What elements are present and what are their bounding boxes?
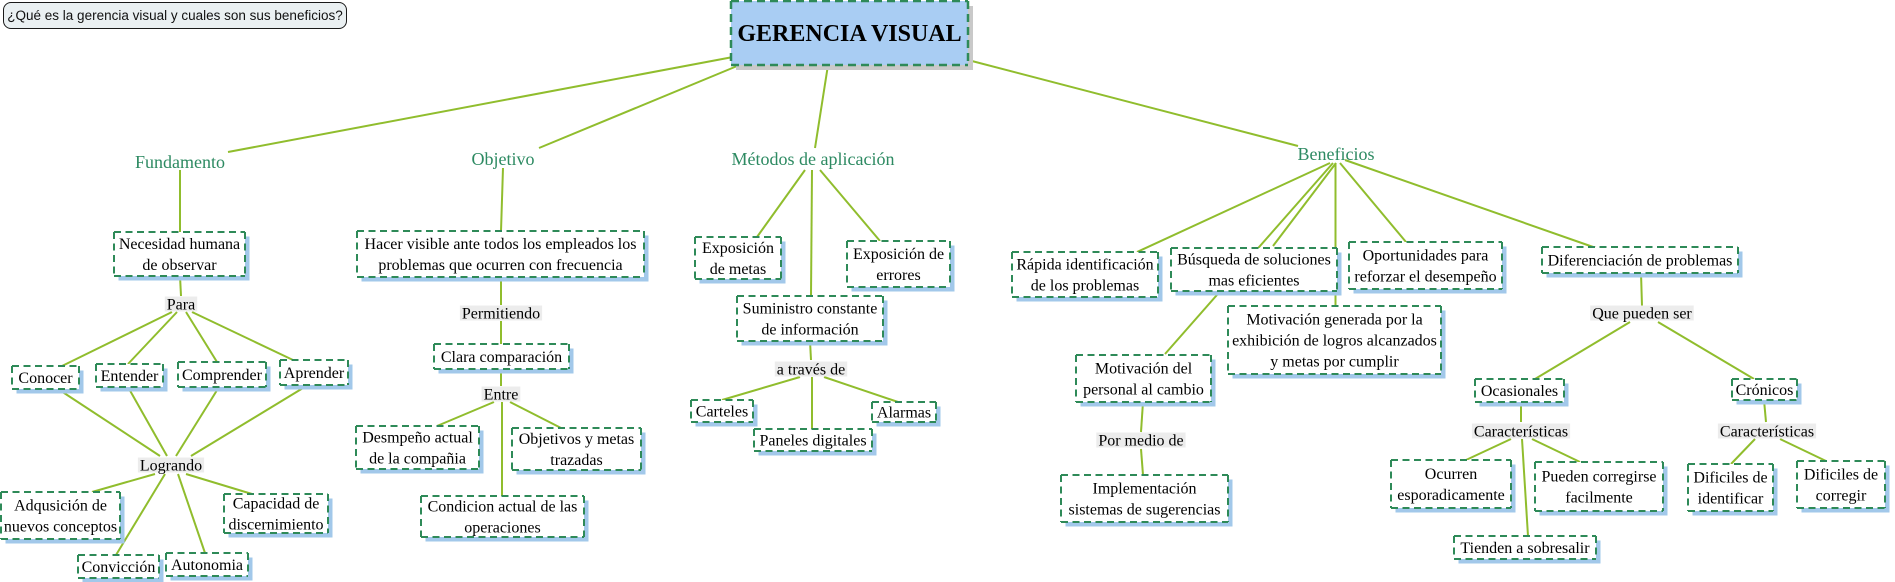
svg-text:Paneles digitales: Paneles digitales bbox=[759, 433, 866, 450]
svg-text:Desmpeño actual: Desmpeño actual bbox=[362, 430, 473, 447]
svg-text:reforzar el desempeño: reforzar el desempeño bbox=[1354, 269, 1496, 286]
svg-text:identificar: identificar bbox=[1698, 491, 1764, 508]
svg-text:de la compañia: de la compañia bbox=[369, 451, 466, 468]
svg-text:Exposición: Exposición bbox=[702, 240, 774, 257]
svg-text:Aprender: Aprender bbox=[284, 365, 345, 382]
svg-text:Que pueden ser: Que pueden ser bbox=[1592, 306, 1692, 323]
svg-text:Comprender: Comprender bbox=[182, 367, 263, 384]
svg-text:Alarmas: Alarmas bbox=[877, 405, 931, 422]
svg-text:Características: Características bbox=[1474, 424, 1568, 441]
svg-text:corregir: corregir bbox=[1816, 488, 1867, 505]
svg-text:GERENCIA VISUAL: GERENCIA VISUAL bbox=[737, 21, 961, 47]
svg-text:Necesidad humana: Necesidad humana bbox=[119, 236, 240, 253]
svg-text:Métodos de aplicación: Métodos de aplicación bbox=[732, 149, 895, 169]
svg-text:Objetivos y metas: Objetivos y metas bbox=[519, 431, 635, 448]
svg-text:Convicción: Convicción bbox=[82, 559, 156, 576]
svg-text:Condicion actual de las: Condicion actual de las bbox=[428, 499, 578, 516]
svg-text:de información: de información bbox=[761, 322, 858, 339]
svg-text:Crónicos: Crónicos bbox=[1736, 382, 1794, 399]
svg-text:errores: errores bbox=[876, 267, 920, 284]
svg-text:Ocasionales: Ocasionales bbox=[1481, 383, 1558, 400]
svg-text:Tienden a sobresalir: Tienden a sobresalir bbox=[1460, 540, 1590, 557]
svg-text:Motivación del: Motivación del bbox=[1095, 361, 1193, 378]
svg-text:Adqusición de: Adqusición de bbox=[14, 498, 107, 515]
svg-text:Dificiles de: Dificiles de bbox=[1693, 470, 1767, 487]
svg-text:Características: Características bbox=[1720, 424, 1814, 441]
svg-text:facilmente: facilmente bbox=[1565, 490, 1633, 507]
svg-text:discernimiento: discernimiento bbox=[228, 517, 323, 534]
svg-text:Fundamento: Fundamento bbox=[135, 152, 225, 172]
svg-text:Motivación generada por la: Motivación generada por la bbox=[1246, 312, 1422, 329]
svg-text:sistemas de sugerencias: sistemas de sugerencias bbox=[1069, 502, 1221, 519]
svg-text:a través de: a través de bbox=[777, 362, 845, 379]
svg-text:y metas por cumplir: y metas por cumplir bbox=[1270, 354, 1399, 371]
svg-text:Carteles: Carteles bbox=[696, 404, 748, 421]
svg-text:Autonomia: Autonomia bbox=[171, 557, 243, 574]
svg-text:de metas: de metas bbox=[710, 261, 766, 278]
svg-text:problemas que ocurren con frec: problemas que ocurren con frecuencia bbox=[378, 257, 622, 274]
svg-text:Por medio de: Por medio de bbox=[1098, 433, 1183, 450]
svg-text:Rápida identificación: Rápida identificación bbox=[1016, 257, 1153, 274]
svg-text:esporadicamente: esporadicamente bbox=[1397, 487, 1505, 504]
svg-text:Diferenciación de problemas: Diferenciación de problemas bbox=[1548, 253, 1733, 270]
svg-text:Capacidad de: Capacidad de bbox=[233, 496, 320, 513]
svg-text:personal al cambio: personal al cambio bbox=[1083, 382, 1204, 399]
svg-text:Para: Para bbox=[167, 297, 195, 314]
svg-text:Hacer visible ante todos los e: Hacer visible ante todos los empleados l… bbox=[365, 236, 637, 253]
svg-text:Dificiles de: Dificiles de bbox=[1804, 467, 1878, 484]
svg-text:Búsqueda de soluciones: Búsqueda de soluciones bbox=[1177, 252, 1331, 269]
svg-text:trazadas: trazadas bbox=[550, 452, 602, 469]
svg-text:Suministro constante: Suministro constante bbox=[743, 301, 878, 318]
svg-text:Entre: Entre bbox=[484, 387, 519, 404]
svg-text:Implementación: Implementación bbox=[1093, 481, 1197, 498]
svg-text:Entender: Entender bbox=[101, 368, 159, 385]
svg-text:Conocer: Conocer bbox=[18, 370, 73, 387]
svg-text:Beneficios: Beneficios bbox=[1298, 144, 1375, 164]
svg-text:exhibición de logros alcanzado: exhibición de logros alcanzados bbox=[1232, 333, 1437, 350]
svg-text:Logrando: Logrando bbox=[140, 458, 202, 475]
svg-text:de observar: de observar bbox=[142, 257, 217, 274]
svg-text:Exposición de: Exposición de bbox=[853, 246, 944, 263]
svg-text:Objetivo: Objetivo bbox=[472, 149, 535, 169]
svg-text:nuevos conceptos: nuevos conceptos bbox=[4, 519, 117, 536]
svg-text:Oportunidades para: Oportunidades para bbox=[1363, 248, 1489, 265]
svg-text:Pueden corregirse: Pueden corregirse bbox=[1541, 469, 1656, 486]
svg-text:mas eficientes: mas eficientes bbox=[1208, 273, 1299, 290]
svg-text:operaciones: operaciones bbox=[464, 520, 540, 537]
svg-text:Clara comparación: Clara comparación bbox=[441, 349, 562, 366]
svg-text:Ocurren: Ocurren bbox=[1425, 466, 1477, 483]
svg-text:de los problemas: de los problemas bbox=[1031, 278, 1139, 295]
svg-text:Permitiendo: Permitiendo bbox=[462, 306, 540, 323]
